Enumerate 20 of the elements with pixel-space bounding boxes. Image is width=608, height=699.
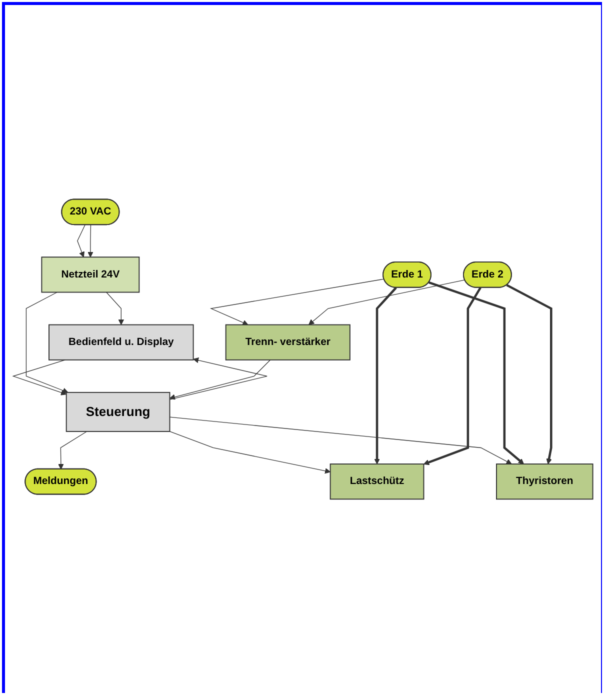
arrow — [88, 224, 94, 258]
arrow — [428, 281, 524, 464]
arrow — [169, 430, 331, 474]
arrow — [210, 278, 384, 326]
node-box: Bedienfeld u. Display — [48, 324, 194, 360]
arrow — [12, 359, 67, 396]
node-box: Trenn- verstärker — [225, 324, 350, 360]
arrow — [106, 292, 124, 325]
arrow — [423, 286, 482, 465]
arrow — [169, 416, 512, 464]
node-box: Netzteil 24V — [41, 256, 140, 293]
arrow — [77, 224, 86, 258]
arrow — [308, 279, 466, 325]
node-box: Thyristoren — [496, 463, 594, 500]
node-box: Lastschütz — [330, 463, 424, 500]
arrow — [374, 286, 397, 464]
node-box: Steuerung — [66, 392, 170, 432]
arrow — [58, 430, 88, 470]
arrow — [506, 284, 552, 464]
arrow — [26, 292, 68, 394]
